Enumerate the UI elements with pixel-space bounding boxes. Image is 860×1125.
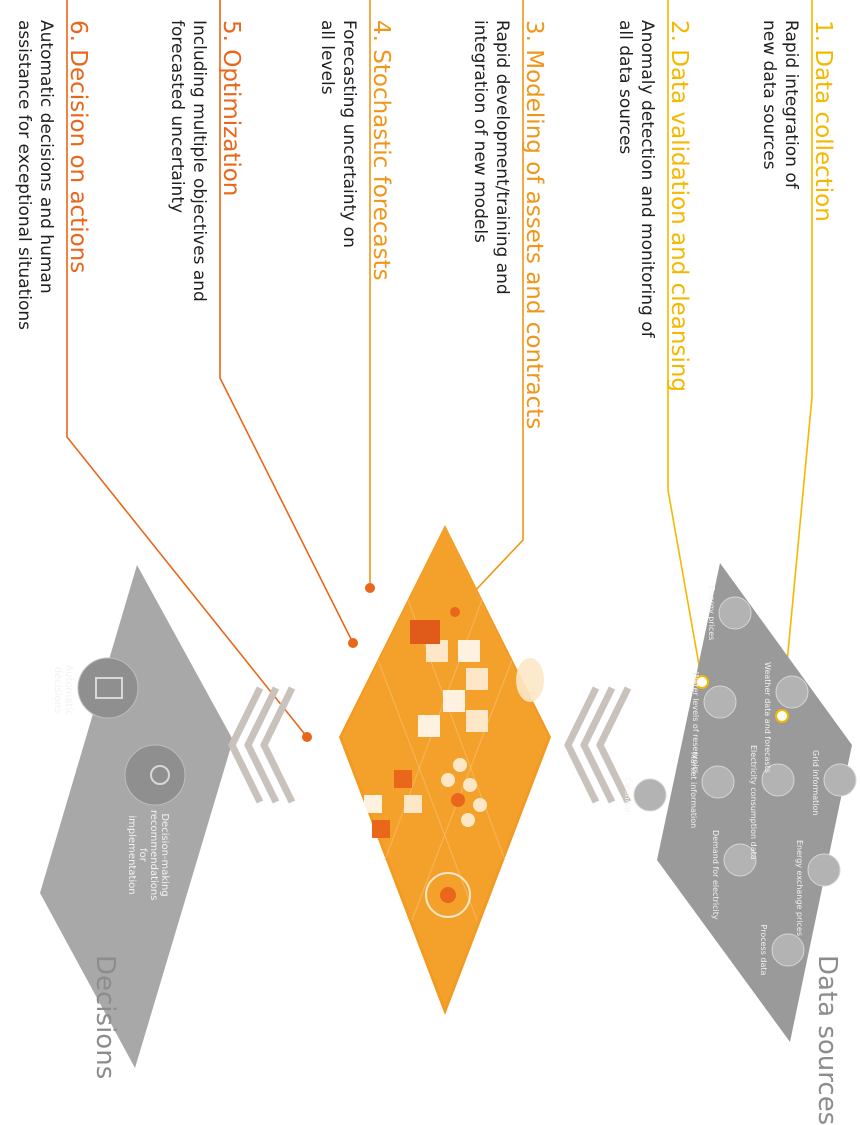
cylinder	[516, 658, 544, 702]
step-1: 1. Data collection Rapid integration of …	[758, 20, 836, 440]
target-disc	[425, 872, 471, 918]
magnifier-icon	[701, 765, 735, 799]
chevron-bottom-3	[228, 686, 264, 804]
block	[443, 690, 465, 712]
person-icon	[124, 744, 186, 806]
data-source-label: Grid information	[811, 750, 820, 816]
connector-step-1	[781, 0, 813, 717]
block	[466, 710, 488, 732]
central-platform-top	[342, 525, 548, 1007]
water-icon	[703, 685, 737, 719]
step-description-line: Forecasting uncertainty on	[339, 20, 359, 248]
decision-label: Decision-making recommendations for impl…	[126, 810, 170, 901]
data-source-label: Market information	[689, 752, 698, 829]
data-source-label: Water levels of reservoirs	[691, 672, 700, 774]
block	[372, 820, 390, 838]
chevron-top-2	[580, 686, 616, 804]
data-source-label: Energy prices	[707, 585, 716, 641]
decisions-panel	[40, 565, 233, 1068]
chevron-top-1	[596, 686, 632, 804]
step-description-line: new data sources	[759, 20, 779, 170]
decisions-title: Decisions	[90, 955, 120, 1080]
step-5: 5. Optimization Including multiple objec…	[166, 20, 244, 440]
connector-dot-4	[365, 583, 375, 593]
data-source-label: Weather data and forecasts	[763, 662, 772, 773]
block	[458, 640, 480, 662]
sphere	[453, 758, 467, 772]
step-description-line: Including multiple objectives and	[189, 20, 209, 302]
platform-grid-line	[411, 659, 513, 921]
step-3: 3. Modeling of assets and contracts Rapi…	[469, 20, 547, 560]
step-title: 5. Optimization	[218, 20, 244, 197]
machine-icon-glyph	[95, 677, 123, 699]
block	[410, 620, 440, 644]
connector-step-5	[219, 0, 354, 644]
step-title: 1. Data collection	[810, 20, 836, 222]
person-icon-glyph	[150, 765, 170, 785]
connector-step-2	[667, 0, 703, 683]
decision-label: Automatic decisions	[52, 664, 74, 716]
sphere	[461, 813, 475, 827]
connector-dot-5	[348, 638, 358, 648]
sphere	[441, 773, 455, 787]
step-description-line: all levels	[317, 20, 337, 95]
step-title: 4. Stochastic forecasts	[368, 20, 394, 281]
connector-dot-6	[302, 732, 312, 742]
data-sources-title: Data sources	[812, 955, 842, 1125]
exchange-icon	[807, 853, 841, 887]
chevron-bottom-2	[244, 686, 280, 804]
step-title: 3. Modeling of assets and contracts	[521, 20, 547, 430]
block	[404, 795, 422, 813]
data-source-label: Energy exchange prices	[795, 840, 804, 936]
sphere	[451, 793, 465, 807]
sphere	[473, 798, 487, 812]
platform-blocks	[364, 620, 488, 838]
step-4: 4. Stochastic forecasts Forecasting unce…	[316, 20, 394, 440]
step-description-line: Anomaly detection and monitoring of	[637, 20, 657, 338]
connector-dot-2	[695, 675, 709, 689]
data-source-label: Calendar	[623, 777, 632, 813]
weather-icon	[775, 675, 809, 709]
machine-icon	[77, 657, 139, 719]
data-source-label: Electricity consumption data	[749, 745, 758, 860]
step-description-line: Rapid development/training and	[492, 20, 512, 295]
calendar-icon	[633, 778, 667, 812]
step-title: 6. Decision on actions	[65, 20, 91, 274]
block	[426, 640, 448, 662]
chevron-bottom-1	[260, 686, 296, 804]
block	[394, 770, 412, 788]
lightning-icon	[723, 843, 757, 877]
block	[466, 668, 488, 690]
step-title: 2. Data validation and cleansing	[666, 20, 692, 393]
factory-icon	[771, 933, 805, 967]
step-description-line: all data sources	[615, 20, 635, 155]
step-6: 6. Decision on actions Automatic decisio…	[13, 20, 91, 460]
block	[418, 715, 440, 737]
grid-icon	[823, 763, 857, 797]
step-description-line: Automatic decisions and human	[36, 20, 56, 294]
chevron-top-3	[564, 686, 600, 804]
meter-icon	[761, 763, 795, 797]
step-description-line: Rapid integration of	[781, 20, 801, 189]
connector-step-3	[454, 0, 524, 613]
step-description-line: forecasted uncertainty	[167, 20, 187, 214]
block	[364, 795, 382, 813]
connector-step-6	[66, 0, 308, 738]
step-description-line: integration of new models	[470, 20, 490, 243]
connector-dot-1	[775, 709, 789, 723]
sphere-cluster	[441, 758, 487, 827]
step-2: 2. Data validation and cleansing Anomaly…	[614, 20, 692, 500]
target-disc-center	[440, 887, 456, 903]
connector-dot-3	[450, 607, 460, 617]
data-source-label: Demand for electricity	[711, 830, 720, 920]
step-description-line: assistance for exceptional situations	[14, 20, 34, 331]
sphere	[463, 778, 477, 792]
data-source-label: Process data	[759, 924, 768, 976]
energy-prices-icon	[718, 596, 752, 630]
